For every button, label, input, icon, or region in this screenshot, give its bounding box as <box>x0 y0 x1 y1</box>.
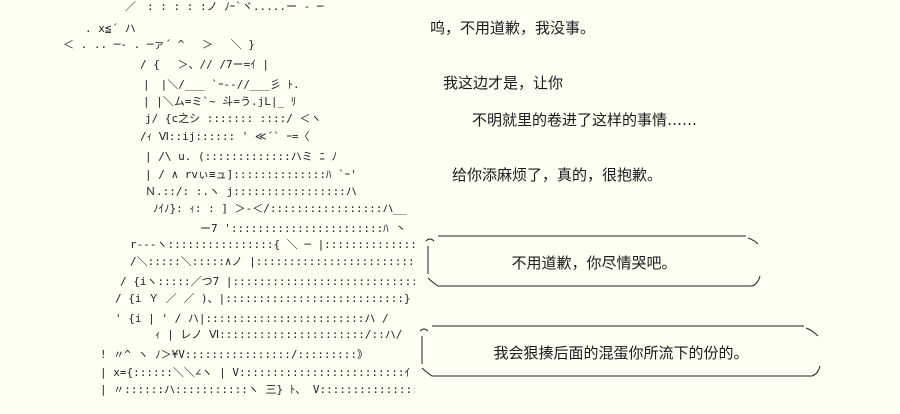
svg-text:ー7 '::::::::::::: ー7 ':::::::::::::::::::::::ﾊ 丶 <box>200 222 406 235</box>
svg-text:Ｎ.::/: :.ヽ j:::: Ｎ.::/: :.ヽ j:::::::::::::::::ハ <box>145 185 357 198</box>
svg-text:| 〃::::::ハ:::::::::::ヽ 三} ﾄ: | 〃::::::ハ:::::::::::ヽ 三} ﾄ、 V::::::::::… <box>100 383 415 396</box>
svg-text:／ : : : : :ノ ﾉｰ`ヾ.....ー - ─: ／ : : : : :ノ ﾉｰ`ヾ.....ー - ─ <box>125 0 324 13</box>
svg-text:/ { ＞、// /7ー=ｲ |: / { ＞、// /7ー=ｲ | <box>140 58 269 71</box>
speech-bubble-outline <box>425 235 761 287</box>
ascii-art-character: ／ : : : : :ノ ﾉｰ`ヾ.....ー - ─ . x≦´ ハ ＜ . … <box>55 0 523 410</box>
svg-text:/ {i Ｙ ／ ／ )、|::::::::: / {i Ｙ ／ ／ )、|::::::::::::::::::::::::::… <box>115 292 415 305</box>
svg-text:/ {iヽ:::::／つ7 |:::::::::: / {iヽ:::::／つ7 |:::::::::::::::::::::::::… <box>120 275 415 288</box>
svg-text:. x≦´: . x≦´ ハ <box>85 22 136 35</box>
dialogue-line-1: 呜，不用道歉，我没事。 <box>430 19 596 37</box>
speech-bubble-2-text: 我会狠揍后面的混蛋你所流下的份的。 <box>493 343 749 362</box>
svg-text:r---ヽ::::::::::::::::{ ＼ ─ |: r---ヽ::::::::::::::::{ ＼ ─ |::::::::::::… <box>130 238 415 251</box>
dialogue-line-3: 不明就里的卷进了这样的事情…… <box>472 111 698 129</box>
svg-text:j/ {c之シ ::::::: ::::/: j/ {c之シ ::::::: ::::/ ＜ヽ <box>145 111 321 125</box>
dialogue-line-2: 我这边才是，让你 <box>443 74 564 92</box>
ascii-art-drawing: ／ : : : : :ノ ﾉｰ`ヾ.....ー - ─ . x≦´ ハ ＜ . … <box>63 0 523 396</box>
speech-bubble-1-text: 不用道歉，你尽情哭吧。 <box>511 253 677 272</box>
speech-bubble-1: 不用道歉，你尽情哭吧。 <box>425 235 762 288</box>
svg-text:/＼:::::＼:::::∧ノ |::::::::::::: /＼:::::＼:::::∧ノ |:::::::::::::::::::::::… <box>130 255 415 268</box>
svg-text:ﾉｲﾉ}: ｨ: : ] ＞-＜/:::::::::::::: ﾉｲﾉ}: ｨ: : ] ＞-＜/:::::::::::::::::ハ__ <box>153 202 407 215</box>
svg-text:| / ∧ rvぃ≡ュ]:::::::::::::: | / ∧ rvぃ≡ュ]::::::::::::::ﾊ `ｰ' <box>145 168 357 181</box>
svg-text:/ｨ Ⅵ::ij:::::: ' ≪´`: /ｨ Ⅵ::ij:::::: ' ≪´` ｰ=〈 <box>140 130 310 143</box>
svg-text:' {i | ' / ハ|::::: ' {i | ' / ハ|::::::::::::::::::::::::ハ / <box>115 312 389 325</box>
svg-text:| x={::::::＼＼∠ヽ | V:::: | x={::::::＼＼∠ヽ | V:::::::::::::::::::::… <box>100 366 410 379</box>
speech-bubble-outline <box>419 325 821 377</box>
svg-text:| /\ u. (::::::: | /\ u. (:::::::::::::ハミ ﾆ ﾉ <box>145 150 337 163</box>
svg-text:＜ . .. ─- . ─ァ´ ^ ＞ ＼: ＜ . .. ─- . ─ァ´ ^ ＞ ＼ } <box>63 38 255 51</box>
speech-bubble-2: 我会狠揍后面的混蛋你所流下的份的。 <box>419 325 822 378</box>
svg-text:! 〃^ ヽ ﾉ＞¥V:::::: ! 〃^ ヽ ﾉ＞¥V::::::::::::::::/:::::::::》 <box>100 348 368 361</box>
svg-text:| |＼/___ `ｰ--//___彡 ﾄ.: | |＼/___ `ｰ--//___彡 ﾄ. <box>143 78 300 91</box>
dialogue-line-4: 给你添麻烦了，真的，很抱歉。 <box>452 166 663 184</box>
svg-text:ｨ | レノ Ⅵ:::::::::::::: ｨ | レノ Ⅵ::::::::::::::::::::::/::ハ/ <box>155 328 402 341</box>
svg-text:| |＼ム=ミ`~ 斗=う.jL|_ ﾘ: | |＼ム=ミ`~ 斗=う.jL|_ ﾘ <box>143 95 296 108</box>
